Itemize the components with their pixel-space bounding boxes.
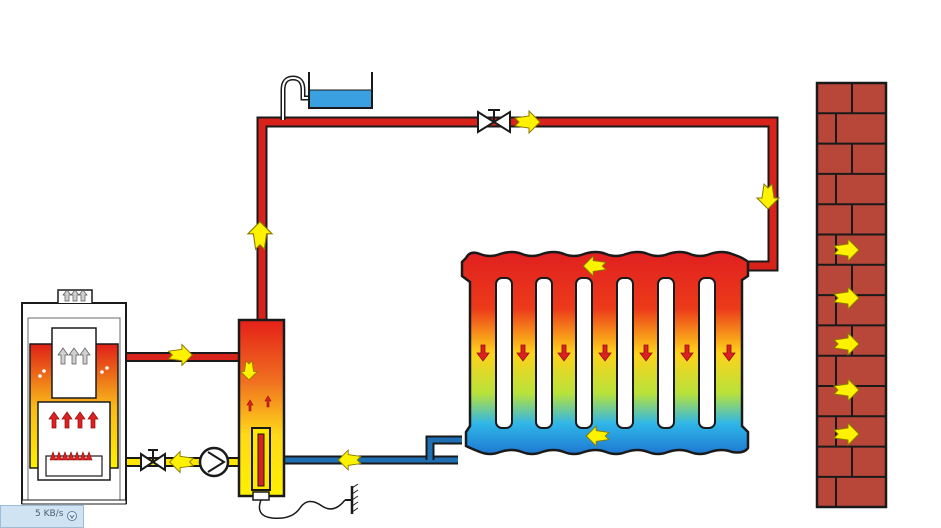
return-pipe xyxy=(284,435,462,465)
boiler xyxy=(21,289,127,505)
accumulator-tank xyxy=(237,318,286,501)
tank-heat-arrows xyxy=(246,395,272,412)
expansion-tank-connection xyxy=(280,75,312,120)
network-speed-text: 5 KB/s xyxy=(35,509,64,519)
network-speed-badge: 5 KB/s xyxy=(0,505,84,528)
circulation-pump xyxy=(198,446,230,478)
download-icon xyxy=(67,511,77,521)
flue-gas-arrows xyxy=(57,289,91,365)
top-valve xyxy=(477,109,511,134)
expansion-tank xyxy=(308,72,373,109)
boiler-fire-arrows xyxy=(48,411,99,429)
supply-pipe xyxy=(256,116,779,322)
radiator-sections xyxy=(495,277,716,429)
brick-mortar-lines xyxy=(817,83,886,507)
return-valve xyxy=(140,449,166,472)
heating-element-cable xyxy=(258,483,359,520)
